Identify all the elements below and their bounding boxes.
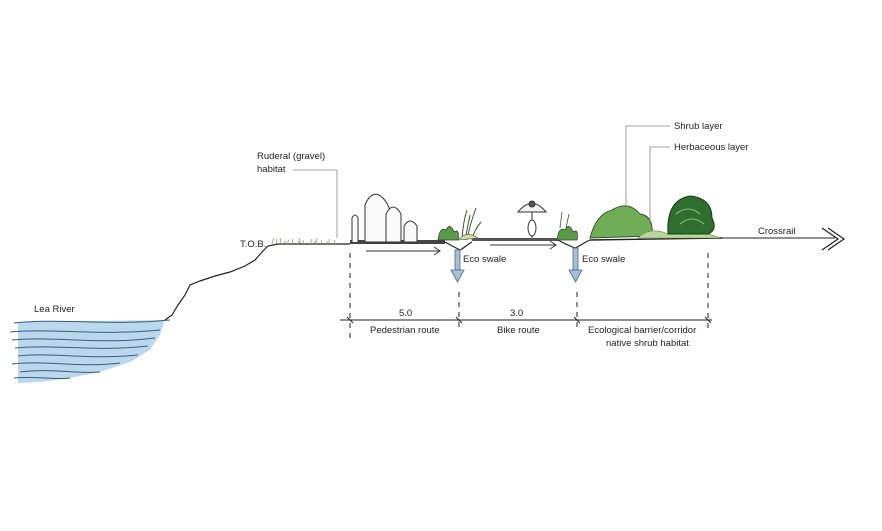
pedestrian-figures-icon [351, 193, 418, 243]
swale-drain-arrow-2 [568, 247, 583, 283]
bike-route-label: Bike route [497, 325, 540, 336]
river-water [9, 319, 171, 383]
swale-drain-arrow-1 [450, 249, 465, 283]
label-leaders [293, 125, 670, 238]
dimension-lines [340, 253, 712, 340]
path-surface [350, 237, 835, 251]
cyclist-icon [516, 200, 548, 238]
river-bank [164, 243, 350, 321]
pedestrian-route-label: Pedestrian route [370, 325, 440, 336]
shrub-layer-label: Shrub layer [674, 121, 723, 132]
eco-swale-label-2: Eco swale [582, 254, 625, 265]
eco-corridor-label-line1: Ecological barrier/corridor [588, 325, 696, 336]
flow-arrows [366, 240, 557, 256]
eco-swale-label-1: Eco swale [463, 254, 506, 265]
ruderal-label-line2: habitat [257, 164, 286, 175]
tob-label: T.O.B. [240, 239, 266, 250]
shrub-habitat [589, 195, 721, 239]
swale-plants-1 [437, 207, 482, 241]
ruderal-label-line1: Ruderal (gravel) [257, 151, 325, 162]
eco-corridor-label-line2: native shrub habitat [606, 338, 689, 349]
river-label: Lea River [34, 304, 75, 315]
crossrail-label: Crossrail [758, 226, 795, 237]
swale-plants-2 [556, 211, 578, 241]
ruderal-gravel-habitat [271, 237, 336, 245]
crossrail-arrow-icon [821, 227, 846, 251]
herbaceous-layer-label: Herbaceous layer [674, 142, 748, 153]
pedestrian-width: 5.0 [399, 308, 412, 319]
bike-width: 3.0 [510, 308, 523, 319]
